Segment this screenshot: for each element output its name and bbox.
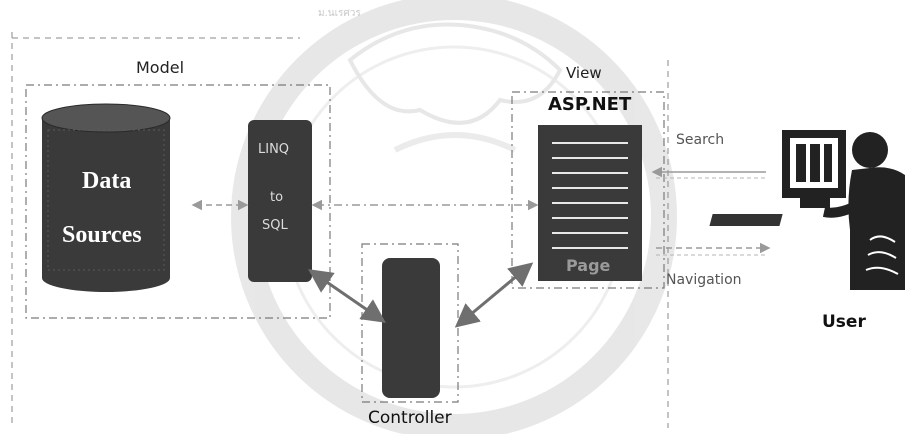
- data-sources-label-line2: Sources: [62, 222, 142, 249]
- page-label: Page: [566, 256, 610, 275]
- controller-block: [382, 258, 440, 398]
- data-sources-label-line1: Data: [82, 168, 131, 195]
- aspnet-label: ASP.NET: [548, 94, 631, 115]
- model-label: Model: [136, 58, 184, 77]
- arrow-view-controller: [464, 270, 524, 320]
- navigation-label: Navigation: [666, 272, 742, 288]
- arrow-linq-controller: [318, 276, 376, 316]
- linq-label-line1: LINQ: [258, 142, 289, 157]
- user-label: User: [822, 312, 866, 332]
- watermark-text: ม.นเรศวร: [318, 6, 361, 21]
- linq-label-line3: SQL: [262, 218, 288, 233]
- data-sources-cylinder: [42, 104, 170, 292]
- search-label: Search: [676, 132, 724, 148]
- controller-label: Controller: [368, 408, 452, 428]
- view-label: View: [566, 64, 602, 82]
- linq-label-line2: to: [270, 190, 283, 205]
- user-computer-icon: [709, 130, 905, 290]
